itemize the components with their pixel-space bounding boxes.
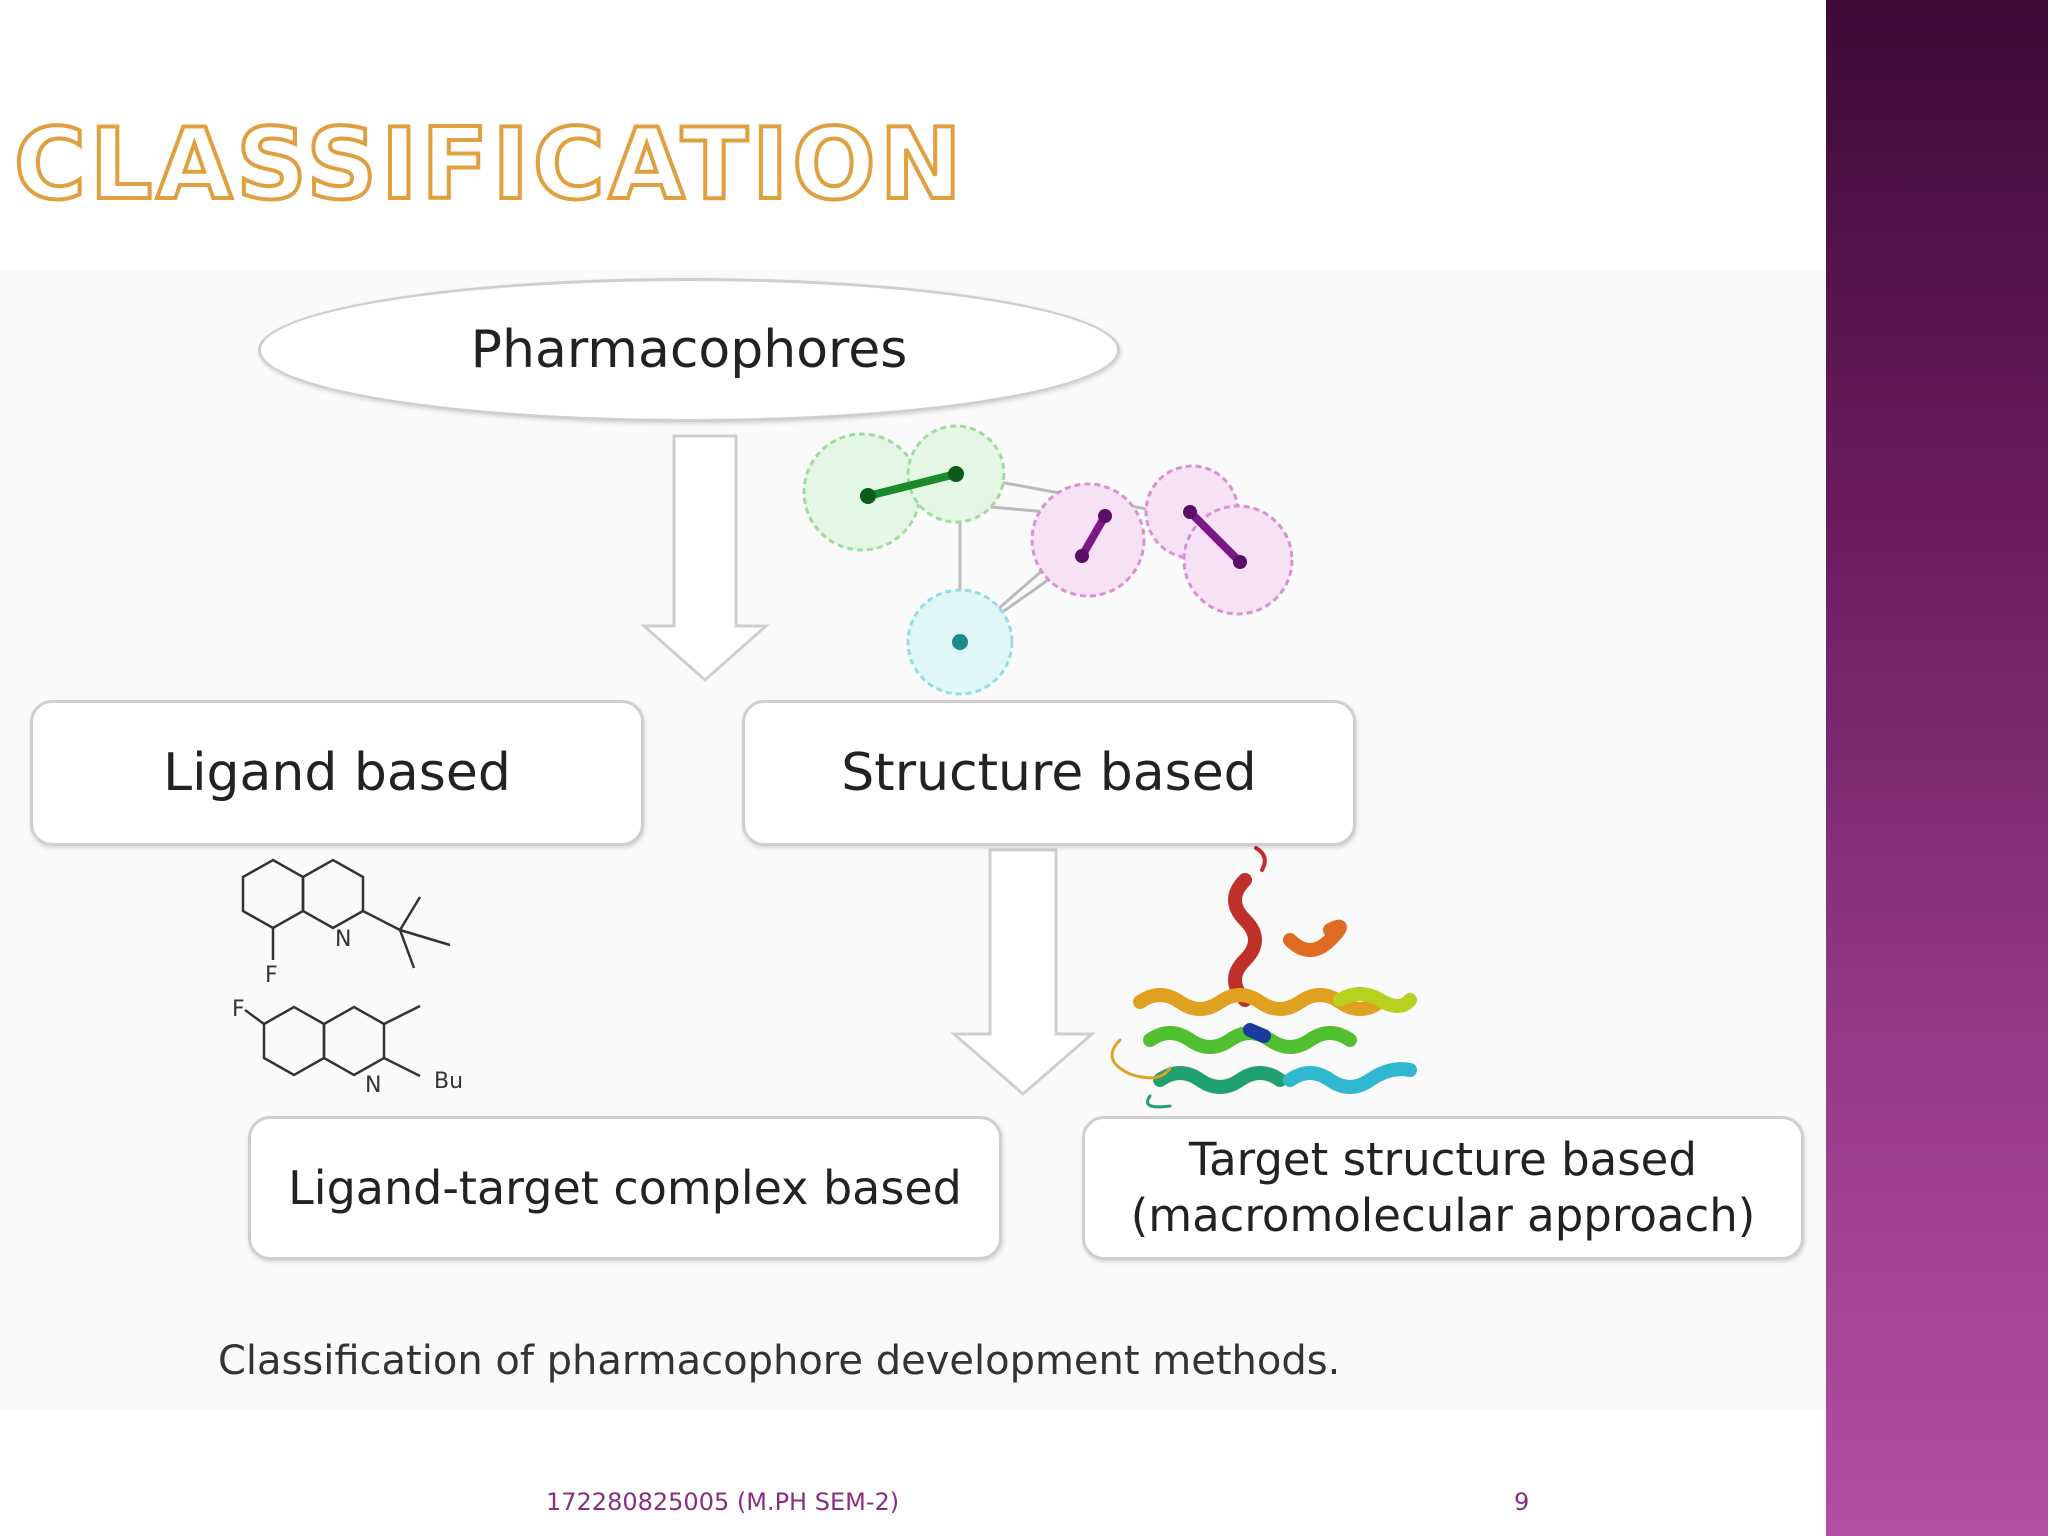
- footer-text: 172280825005 (M.PH SEM-2): [546, 1488, 900, 1516]
- node-ligand-target-complex: Ligand-target complex based: [248, 1116, 1002, 1260]
- molecule-structure-icon: [244, 1004, 421, 1078]
- molecule-label: N: [365, 1073, 381, 1098]
- node-pharmacophores: Pharmacophores: [258, 278, 1120, 422]
- node-ligand-based: Ligand based: [30, 700, 644, 846]
- page-number: 9: [1514, 1488, 1530, 1516]
- node-target-line2: (macromolecular approach): [1130, 1189, 1756, 1242]
- molecule-label: Bu: [434, 1069, 463, 1094]
- decorative-sidebar: [1826, 0, 2048, 1536]
- protein-structure-icon: [1110, 846, 1417, 1109]
- node-structure-based: Structure based: [742, 700, 1356, 846]
- molecule-structure-icon: [241, 858, 451, 969]
- diagram-graphics: F N F N Bu: [232, 424, 1417, 1109]
- node-target-structure: Target structure based (macromolecular a…: [1082, 1116, 1804, 1260]
- molecule-label: N: [335, 927, 351, 952]
- pharmacophore-model-icon: [802, 424, 1294, 696]
- figure-caption: Classification of pharmacophore developm…: [218, 1338, 1341, 1384]
- slide-title: CLASSIFICATION: [12, 106, 966, 224]
- arrow-down-icon: [640, 434, 770, 683]
- node-target-line1: Target structure based: [1189, 1132, 1697, 1186]
- arrow-down-icon: [949, 848, 1097, 1096]
- molecule-label: F: [232, 997, 245, 1022]
- molecule-label: F: [265, 963, 278, 988]
